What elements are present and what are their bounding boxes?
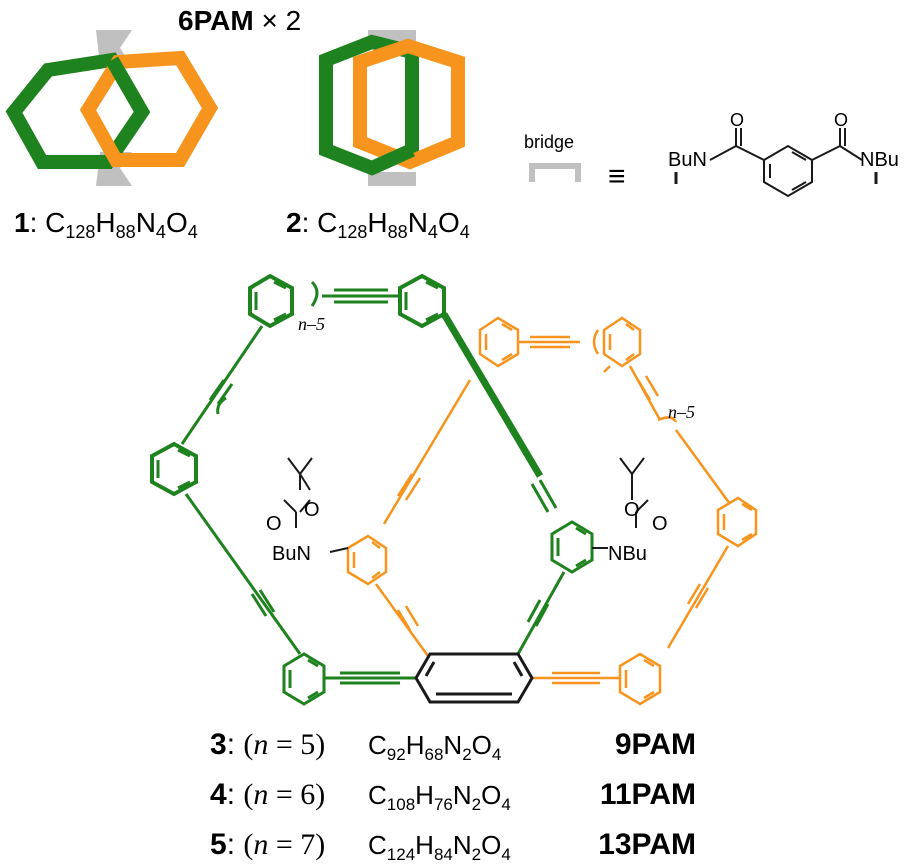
compound-4-formula: C108H76N2O4 xyxy=(368,780,511,814)
compound-3-name: 9PAM xyxy=(615,728,696,761)
equiv-sign: ≡ xyxy=(608,160,626,193)
bridge-symbol xyxy=(529,163,581,182)
compound-list: 3: (n = 5) C92H68N2O4 9PAM 4: (n = 6) C1… xyxy=(210,728,696,864)
right-boc-amine xyxy=(592,457,649,549)
right-carbonyl-oxygen: O xyxy=(652,513,668,535)
right-ester-oxygen: O xyxy=(624,499,640,521)
repeat-label-right: n–5 xyxy=(668,402,695,422)
bridge-left-amine: BuN xyxy=(668,149,707,171)
compound-1-label: 1: C128H88N4O4 xyxy=(14,207,198,242)
compound-2-label: 2: C128H88N4O4 xyxy=(286,207,470,242)
left-amine-label: BuN xyxy=(272,543,311,565)
compound-5-name: 13PAM xyxy=(598,828,696,861)
green-strand xyxy=(150,273,594,706)
bridge-oxygen-right: O xyxy=(834,110,848,130)
compound-5-label: 5: (n = 7) xyxy=(210,828,325,861)
central-benzene xyxy=(414,652,534,704)
compound-1-icon xyxy=(5,30,219,186)
repeat-label-top: n–5 xyxy=(298,314,325,334)
macrocycle-structure: BuN O O NBu O O n–5 n–5 xyxy=(150,273,758,706)
right-amine-label: NBu xyxy=(608,543,647,565)
orange-strand xyxy=(346,316,758,706)
title-6pam: 6PAM × 2 xyxy=(178,5,301,36)
left-ester-oxygen: O xyxy=(304,499,320,521)
bridge-right-amine: NBu xyxy=(860,149,899,171)
compound-2-icon xyxy=(319,30,465,186)
compound-4-name: 11PAM xyxy=(600,778,696,811)
left-boc-amine xyxy=(283,457,349,553)
bridge-oxygen-left: O xyxy=(730,110,744,130)
compound-3-label: 3: (n = 5) xyxy=(210,728,325,761)
compound-3-formula: C92H68N2O4 xyxy=(368,730,501,764)
bridge-legend: bridge ≡ BuN O O NBu xyxy=(524,110,899,198)
compound-5-formula: C124H84N2O4 xyxy=(368,830,511,864)
left-carbonyl-oxygen: O xyxy=(266,513,282,535)
compound-4-label: 4: (n = 6) xyxy=(210,778,325,811)
bridge-label: bridge xyxy=(524,132,574,152)
bridge-benzene xyxy=(763,144,813,198)
